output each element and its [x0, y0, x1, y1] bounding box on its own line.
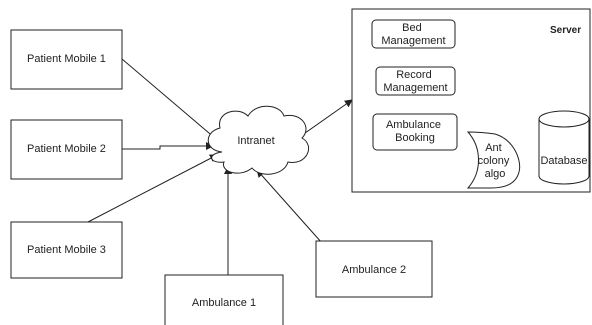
ant-colony-line-2: colony	[478, 155, 510, 167]
intranet-cloud: Intranet	[207, 105, 309, 175]
bed-management-line-2: Management	[381, 35, 445, 47]
bed-management-node: Bed Management	[371, 19, 456, 49]
record-management-line-1: Record	[396, 69, 431, 81]
ambulance-1-node: Ambulance 1	[164, 274, 284, 325]
ant-colony-algo-node: Ant colony algo	[466, 131, 521, 189]
edge-pm2-intranet	[122, 142, 214, 150]
ant-colony-line-1: Ant	[485, 142, 502, 154]
database-label: Database	[540, 155, 587, 167]
edge-amb2-intranet	[256, 169, 331, 253]
intranet-label: Intranet	[237, 135, 274, 147]
ambulance-2-node: Ambulance 2	[315, 240, 433, 298]
ambulance-1-label: Ambulance 1	[192, 297, 256, 309]
bed-management-line-1: Bed	[402, 22, 422, 34]
server-label: Server	[550, 25, 581, 36]
ant-colony-line-3: algo	[485, 168, 506, 180]
ambulance-2-label: Ambulance 2	[342, 264, 406, 276]
svg-text:Ant colony algo: Ant colony algo	[478, 142, 513, 180]
patient-mobile-1-label: Patient Mobile 1	[27, 53, 106, 65]
patient-mobile-3-label: Patient Mobile 3	[27, 244, 106, 256]
ambulance-booking-node: Ambulance Booking	[372, 113, 458, 151]
patient-mobile-3-node: Patient Mobile 3	[10, 221, 123, 279]
svg-text:Ambulance Booking: Ambulance Booking	[386, 119, 444, 144]
edge-intranet-server	[297, 99, 353, 139]
ambulance-booking-line-1: Ambulance	[386, 119, 441, 131]
ambulance-booking-line-2: Booking	[395, 132, 435, 144]
record-management-line-2: Management	[383, 82, 447, 94]
edge-pm1-intranet	[121, 58, 217, 140]
edge-pm3-intranet	[87, 154, 218, 223]
patient-mobile-2-node: Patient Mobile 2	[10, 119, 123, 180]
patient-mobile-2-label: Patient Mobile 2	[27, 143, 106, 155]
database-node: Database	[538, 110, 590, 185]
record-management-node: Record Management	[375, 66, 456, 96]
patient-mobile-1-node: Patient Mobile 1	[10, 29, 123, 90]
svg-text:Record Management: Record Management	[383, 69, 447, 94]
svg-text:Bed Management: Bed Management	[381, 22, 445, 47]
